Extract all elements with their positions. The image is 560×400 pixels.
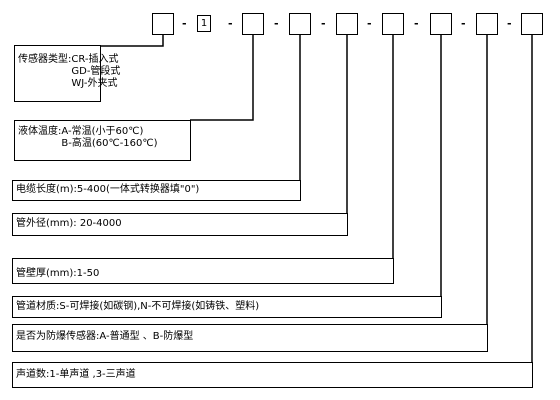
liquid-temp-box: 液体温度: A-常温(小于60℃) B-高温(60℃-160℃)	[14, 120, 191, 161]
sensor-type-option: WJ-外夹式	[71, 78, 118, 89]
code-separator: -	[182, 17, 187, 30]
pipe-od-box: 管外径(mm): 20-4000	[12, 213, 348, 236]
code-separator: -	[414, 17, 419, 30]
explosion-proof-text: 是否为防爆传感器:A-普通型 、B-防爆型	[16, 331, 194, 342]
code-separator: -	[461, 17, 466, 30]
liquid-temp-option: B-高温(60℃-160℃)	[61, 138, 158, 149]
code-box-liquid-temp	[242, 13, 264, 35]
sensor-type-option: CR-插入式	[71, 54, 119, 65]
code-separator: -	[228, 17, 233, 30]
code-box-fixed: 1	[197, 15, 211, 32]
code-box-explosion-proof	[476, 13, 498, 35]
code-separator: -	[507, 17, 512, 30]
cable-length-text: 电缆长度(m):5-400(一体式转换器填"0")	[16, 184, 200, 195]
code-box-cable-length	[289, 13, 311, 35]
liquid-temp-option: A-常温(小于60℃)	[61, 126, 144, 137]
code-box-pipe-od	[336, 13, 358, 35]
code-box-wall-thickness	[382, 13, 404, 35]
cable-length-box: 电缆长度(m):5-400(一体式转换器填"0")	[12, 180, 301, 201]
wall-thickness-text: 管壁厚(mm):1-50	[16, 268, 100, 279]
sensor-type-label: 传感器类型:	[18, 54, 72, 65]
code-box-pipe-material	[430, 13, 452, 35]
liquid-temp-label: 液体温度:	[18, 126, 62, 137]
code-separator: -	[321, 17, 326, 30]
explosion-proof-box: 是否为防爆传感器:A-普通型 、B-防爆型	[12, 324, 488, 352]
code-separator: -	[274, 17, 279, 30]
code-separator: -	[367, 17, 372, 30]
sensor-type-box: 传感器类型: CR-插入式 GD-管段式 WJ-外夹式	[14, 45, 120, 102]
wall-thickness-box: 管壁厚(mm):1-50	[12, 258, 394, 284]
sensor-type-option: GD-管段式	[71, 66, 121, 77]
connector-liquid-temp	[190, 34, 254, 121]
code-box-channels	[521, 13, 543, 35]
pipe-material-text: 管道材质:S-可焊接(如碳钢),N-不可焊接(如铸铁、塑料)	[16, 301, 260, 312]
channels-box: 声道数:1-单声道 ,3-三声道	[12, 362, 533, 388]
pipe-material-box: 管道材质:S-可焊接(如碳钢),N-不可焊接(如铸铁、塑料)	[12, 296, 442, 318]
connector-sensor-type	[100, 34, 164, 47]
channels-text: 声道数:1-单声道 ,3-三声道	[16, 369, 136, 380]
pipe-od-text: 管外径(mm): 20-4000	[16, 218, 122, 229]
code-box-sensor-type	[152, 13, 174, 35]
